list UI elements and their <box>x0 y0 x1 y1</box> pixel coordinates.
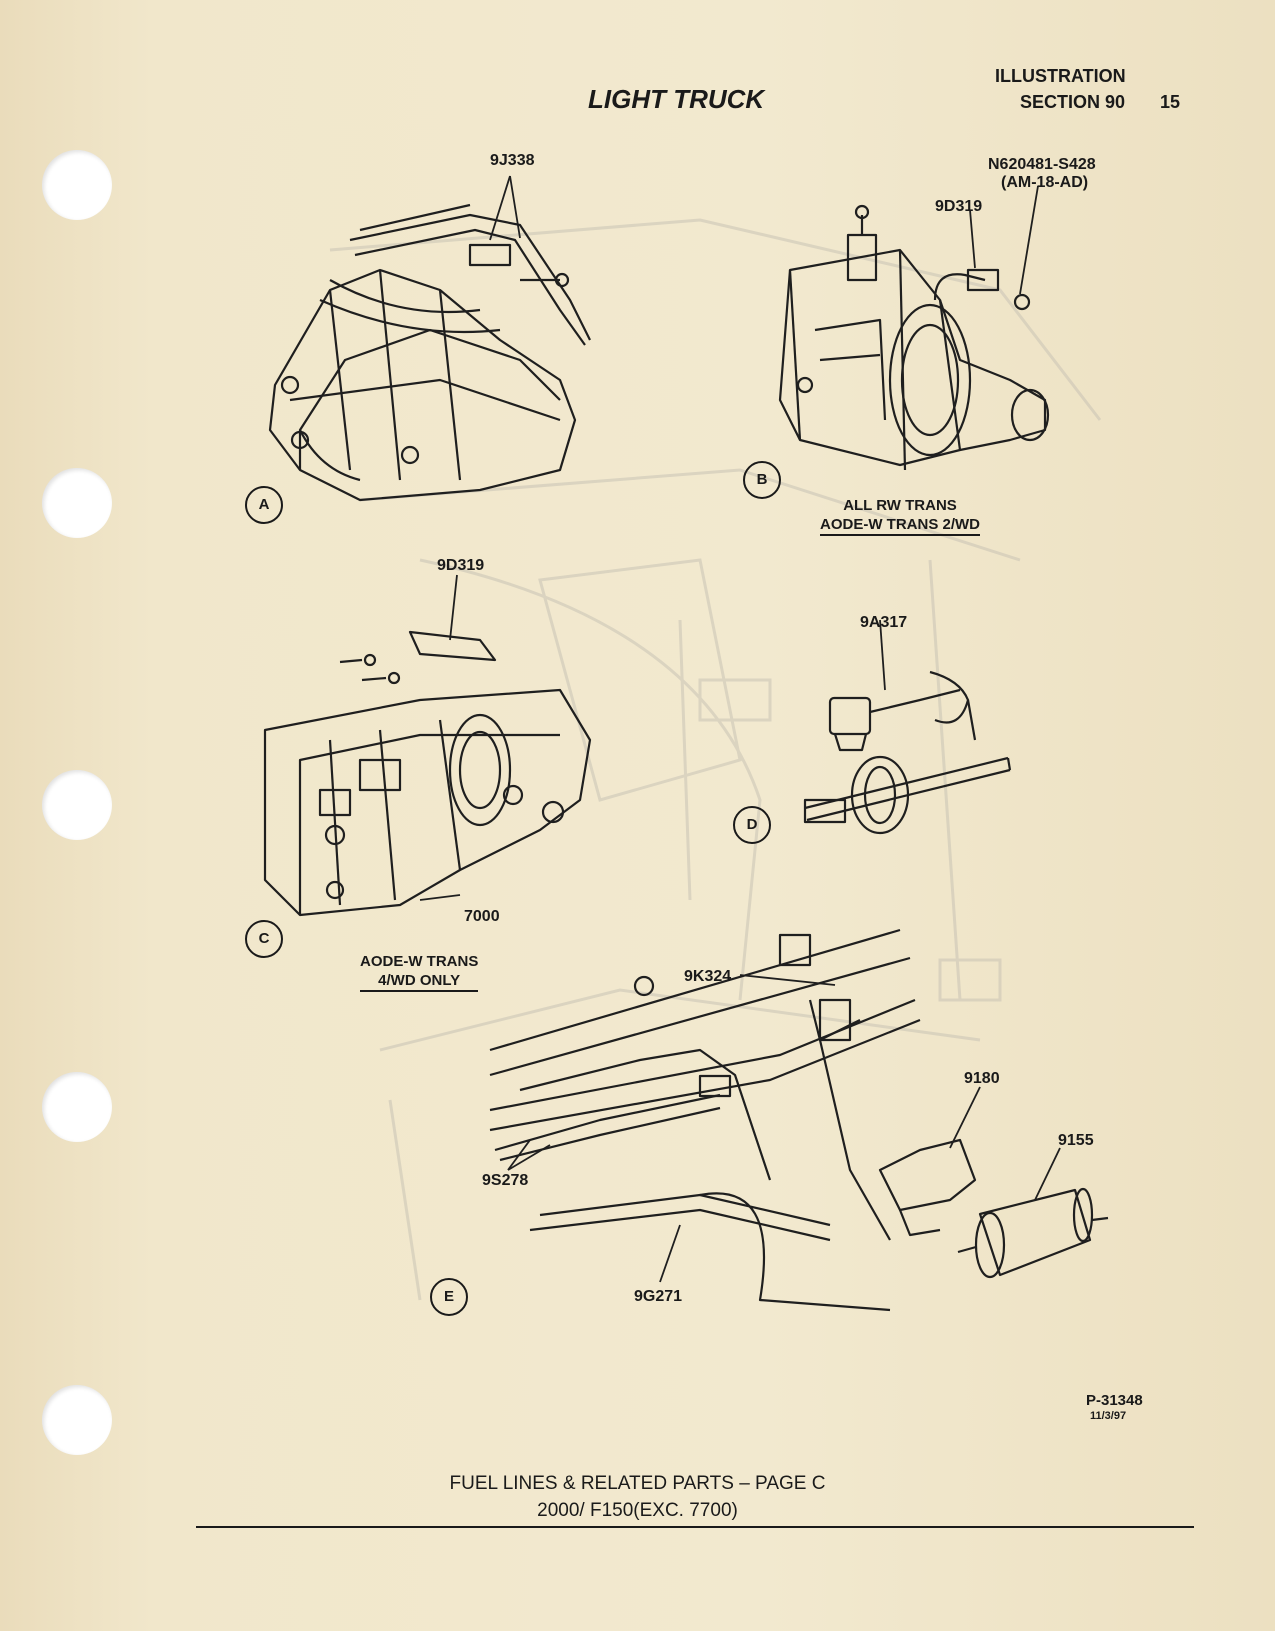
view-b-marker: B <box>743 461 781 499</box>
illustration-label: ILLUSTRATION <box>995 66 1126 86</box>
section-label: SECTION 90 <box>1020 92 1126 112</box>
part-n620481-code: (AM-18-AD) <box>1001 174 1089 191</box>
part-9180-label: 9180 <box>964 1070 1000 1087</box>
part-n620481-label: N620481-S428 <box>988 156 1096 173</box>
view-c-transmission <box>263 630 592 917</box>
view-e-marker: E <box>430 1278 468 1316</box>
reference-id: P-31348 <box>1086 1392 1143 1409</box>
page-number: 15 <box>1160 92 1181 112</box>
part-9a317-label: 9A317 <box>860 614 908 631</box>
binder-hole <box>42 1385 112 1455</box>
view-b-transmission <box>778 204 1050 471</box>
view-c-note-line1: AODE-W TRANS <box>360 953 479 970</box>
binder-hole <box>42 1072 112 1142</box>
view-a-marker: A <box>245 486 283 524</box>
view-b-note-line2: AODE-W TRANS 2/WD <box>820 515 980 536</box>
footer-model: 2000/ F150(EXC. 7700) <box>537 1500 738 1521</box>
footer-title: FUEL LINES & RELATED PARTS – PAGE C <box>449 1473 826 1494</box>
part-9d319-label-c: 9D319 <box>437 557 485 574</box>
part-9d319-label-b: 9D319 <box>935 198 983 215</box>
view-d-sensor <box>803 670 1012 835</box>
part-9k324-label: 9K324 <box>684 968 732 985</box>
part-7000-label: 7000 <box>464 908 500 925</box>
binder-hole <box>42 468 112 538</box>
part-9155-label: 9155 <box>1058 1132 1094 1149</box>
bleed-through-frame <box>329 218 1102 1301</box>
view-c-note-line2: 4/WD ONLY <box>360 971 479 992</box>
view-c-note: AODE-W TRANS 4/WD ONLY <box>360 952 479 992</box>
footer-rule <box>196 1526 1194 1528</box>
binder-hole <box>42 770 112 840</box>
leader-lines <box>419 175 1061 1283</box>
page-title: LIGHT TRUCK <box>588 84 765 114</box>
view-b-note: ALL RW TRANS AODE-W TRANS 2/WD <box>820 496 980 536</box>
part-9g271-label: 9G271 <box>634 1288 683 1305</box>
part-9j338-label: 9J338 <box>490 152 535 169</box>
view-e-fuel-lines <box>489 928 1109 1312</box>
view-a-transmission <box>268 203 591 502</box>
view-b-note-line1: ALL RW TRANS <box>843 497 957 514</box>
reference-date: 11/3/97 <box>1090 1410 1127 1422</box>
part-9s278-label: 9S278 <box>482 1172 529 1189</box>
view-d-marker: D <box>733 806 771 844</box>
view-c-marker: C <box>245 920 283 958</box>
binder-hole <box>42 150 112 220</box>
